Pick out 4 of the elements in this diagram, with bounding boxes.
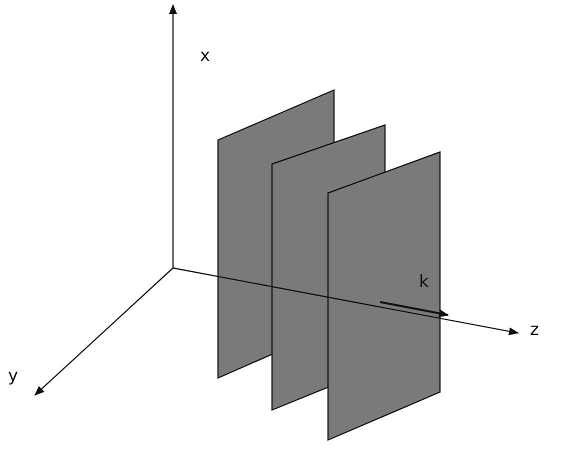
axis-label: y	[8, 366, 18, 386]
axis-label: k	[419, 272, 429, 292]
axis-label: x	[200, 46, 210, 66]
axis-label: z	[530, 320, 539, 340]
